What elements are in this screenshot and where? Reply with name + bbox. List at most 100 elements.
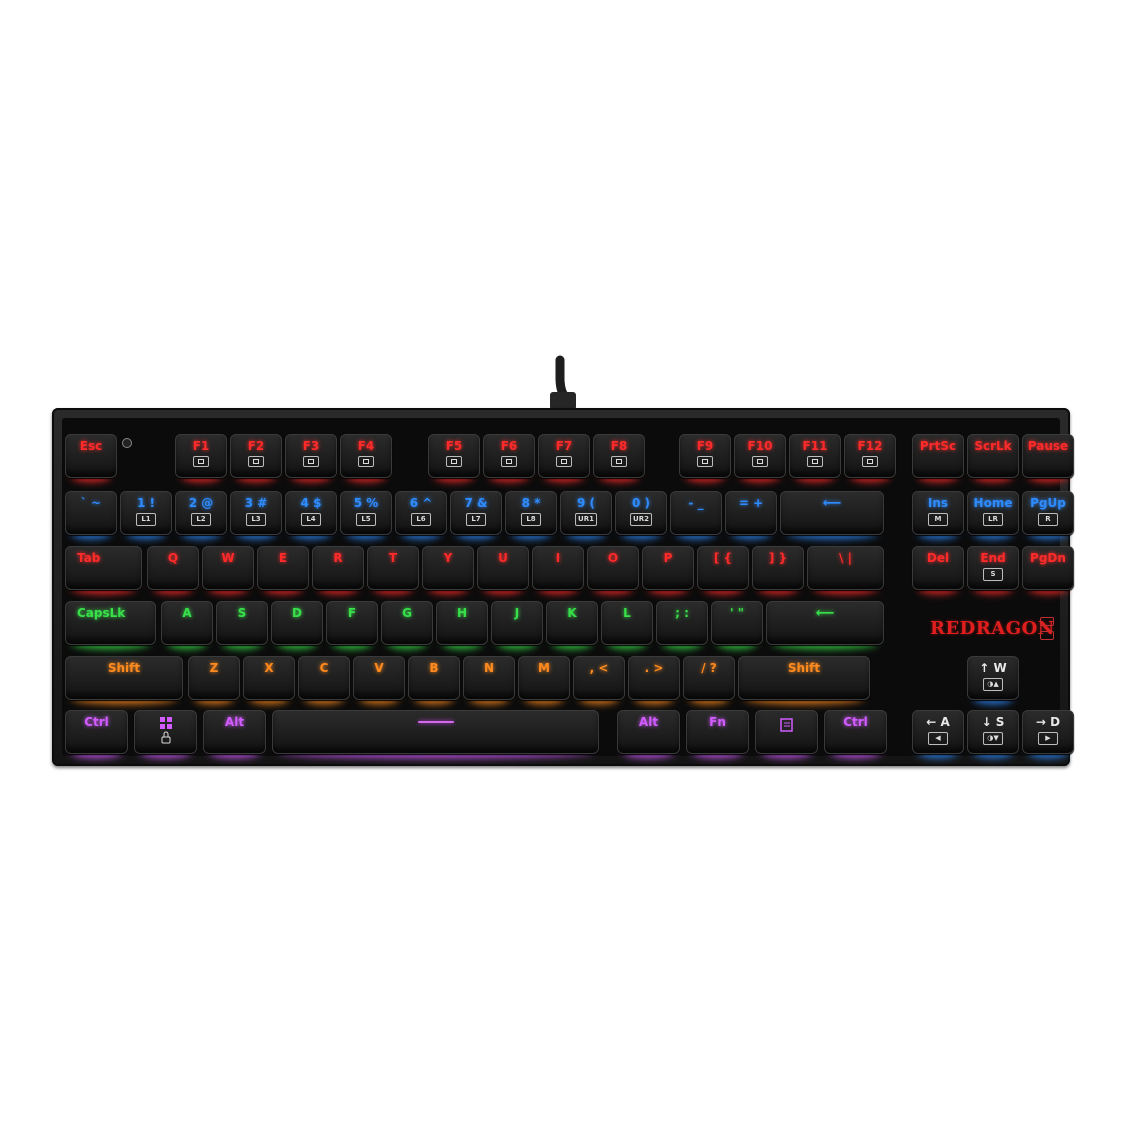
key-f4[interactable]: F4 [340,434,392,478]
key-t[interactable]: T [367,546,419,590]
key-lshift[interactable]: Shift [65,656,183,700]
key-n[interactable]: N [463,656,515,700]
key-m[interactable]: M [518,656,570,700]
key-legend: F1 [192,439,210,453]
key-sublegend: UR1 [575,513,597,526]
key-down[interactable]: ↓ S◑▼ [967,710,1019,754]
key-scrlk[interactable]: ScrLk [967,434,1019,478]
key-legend: , < [589,661,609,675]
key-k[interactable]: K [546,601,598,645]
key-f10[interactable]: F10 [734,434,786,478]
next-track-icon [501,456,517,467]
key-k7[interactable]: 7 &L7 [450,491,502,535]
key-up[interactable]: ↑ W◑▲ [967,656,1019,700]
key-period[interactable]: . > [628,656,680,700]
key-e[interactable]: E [257,546,309,590]
key-pause[interactable]: Pause [1022,434,1074,478]
key-z[interactable]: Z [188,656,240,700]
key-menu[interactable] [755,710,818,754]
key-legend: 0 ) [631,496,650,510]
key-minus[interactable]: - _ [670,491,722,535]
key-left[interactable]: ← A◀ [912,710,964,754]
key-q[interactable]: Q [147,546,199,590]
key-o[interactable]: O [587,546,639,590]
key-u[interactable]: U [477,546,529,590]
key-semicolon[interactable]: ; : [656,601,708,645]
key-equal[interactable]: = + [725,491,777,535]
key-esc[interactable]: Esc [65,434,117,478]
key-legend: F3 [302,439,320,453]
key-rctrl[interactable]: Ctrl [824,710,887,754]
key-f5[interactable]: F5 [428,434,480,478]
key-d[interactable]: D [271,601,323,645]
key-c[interactable]: C [298,656,350,700]
key-legend: . > [644,661,664,675]
key-k5[interactable]: 5 %L5 [340,491,392,535]
key-f2[interactable]: F2 [230,434,282,478]
key-f7[interactable]: F7 [538,434,590,478]
key-lalt[interactable]: Alt [203,710,266,754]
key-del[interactable]: Del [912,546,964,590]
key-quote[interactable]: ' " [711,601,763,645]
key-x[interactable]: X [243,656,295,700]
key-legend: F4 [357,439,375,453]
key-pgdn[interactable]: PgDn [1022,546,1074,590]
key-k8[interactable]: 8 *L8 [505,491,557,535]
key-f1[interactable]: F1 [175,434,227,478]
key-r[interactable]: R [312,546,364,590]
key-right[interactable]: → D▶ [1022,710,1074,754]
key-comma[interactable]: , < [573,656,625,700]
key-ralt[interactable]: Alt [617,710,680,754]
key-capslk[interactable]: CapsLk [65,601,156,645]
key-lbracket[interactable]: [ { [697,546,749,590]
key-k4[interactable]: 4 $L4 [285,491,337,535]
key-k9[interactable]: 9 (UR1 [560,491,612,535]
key-backspace[interactable]: ⟵ [780,491,884,535]
key-k3[interactable]: 3 #L3 [230,491,282,535]
key-f6[interactable]: F6 [483,434,535,478]
key-l[interactable]: L [601,601,653,645]
key-k1[interactable]: 1 !L1 [120,491,172,535]
key-v[interactable]: V [353,656,405,700]
key-a[interactable]: A [161,601,213,645]
key-lctrl[interactable]: Ctrl [65,710,128,754]
previous-track-icon [446,456,462,467]
key-y[interactable]: Y [422,546,474,590]
spacebar-light-bar [417,721,454,723]
key-k0[interactable]: 0 )UR2 [615,491,667,535]
key-p[interactable]: P [642,546,694,590]
key-f[interactable]: F [326,601,378,645]
key-h[interactable]: H [436,601,488,645]
key-f3[interactable]: F3 [285,434,337,478]
key-rshift[interactable]: Shift [738,656,870,700]
key-k2[interactable]: 2 @L2 [175,491,227,535]
key-f9[interactable]: F9 [679,434,731,478]
key-slash[interactable]: / ? [683,656,735,700]
key-legend: Ctrl [843,715,868,729]
key-f8[interactable]: F8 [593,434,645,478]
key-fn[interactable]: Fn [686,710,749,754]
key-backslash[interactable]: \ | [807,546,884,590]
key-w[interactable]: W [202,546,254,590]
key-k6[interactable]: 6 ^L6 [395,491,447,535]
key-b[interactable]: B [408,656,460,700]
key-rbracket[interactable]: ] } [752,546,804,590]
key-grave[interactable]: ` ~ [65,491,117,535]
key-prtsc[interactable]: PrtSc [912,434,964,478]
key-j[interactable]: J [491,601,543,645]
key-f11[interactable]: F11 [789,434,841,478]
key-legend: ⟵ [822,496,842,511]
key-legend: J [514,606,520,620]
key-f12[interactable]: F12 [844,434,896,478]
key-g[interactable]: G [381,601,433,645]
key-tab[interactable]: Tab [65,546,142,590]
key-win[interactable] [134,710,197,754]
key-space[interactable] [272,710,599,754]
key-s[interactable]: S [216,601,268,645]
key-i[interactable]: I [532,546,584,590]
key-enter[interactable]: ⟵ [766,601,884,645]
